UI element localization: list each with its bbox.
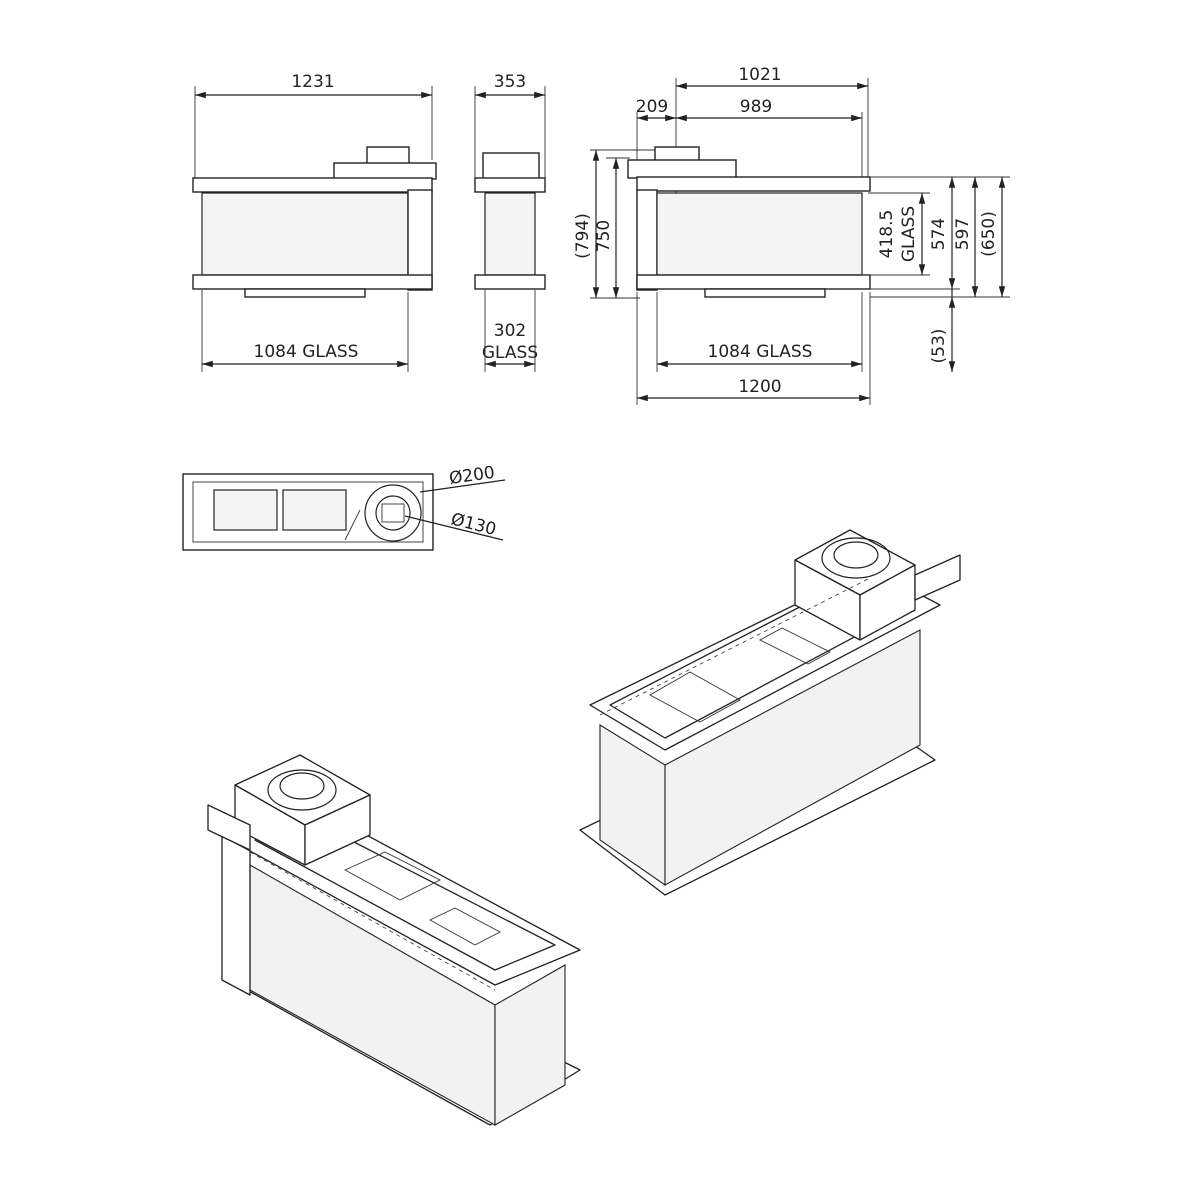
right-height-650-label: (650) — [979, 211, 999, 257]
iso-left-side-post — [221, 829, 251, 996]
front-top-frame — [192, 177, 433, 193]
right-glass-height-unit: GLASS — [899, 206, 919, 262]
side-glass-depth-label: 302 — [494, 321, 526, 341]
right-height-574-label: 574 — [929, 218, 949, 250]
right-glass-panel — [656, 192, 863, 276]
top-diameter-200-label: Ø200 — [448, 463, 496, 489]
right-glass-height-label: 418.5 — [877, 210, 897, 259]
right-height-794-label: (794) — [573, 213, 593, 259]
right-height-750-label: 750 — [594, 220, 614, 252]
side-view: 353 302 GLASS — [474, 72, 546, 372]
side-depth-label: 353 — [494, 72, 526, 92]
top-diameter-130-label: Ø130 — [449, 509, 498, 539]
front-view: 1231 1084 GLASS — [192, 72, 437, 372]
right-view: 1021 989 209 (794) 750 418.5 GLASS 574 — [573, 65, 1010, 405]
right-height-53-label: (53) — [929, 329, 949, 364]
iso-right-bracket — [914, 554, 961, 601]
front-glass-width-label: 1084 GLASS — [254, 342, 359, 362]
right-top-frame — [636, 176, 871, 192]
right-width-top-label: 1021 — [738, 65, 781, 85]
isometric-view-right — [579, 529, 961, 896]
iso-left-glass-side — [494, 964, 566, 1126]
right-offset-label: 209 — [636, 97, 668, 117]
iso-left-flue-collar — [267, 769, 337, 811]
side-bottom-frame — [474, 274, 546, 290]
top-view: Ø200 Ø130 — [182, 463, 506, 551]
iso-left-bracket — [207, 804, 251, 851]
front-glass-panel — [201, 192, 409, 276]
front-overall-width-label: 1231 — [291, 72, 334, 92]
side-flue-box — [482, 152, 540, 180]
top-flue-inner-circle — [375, 495, 411, 531]
front-burner-rail — [244, 288, 366, 298]
right-burner-rail — [704, 288, 826, 298]
front-bottom-frame — [192, 274, 433, 290]
right-width-inner-label: 989 — [740, 97, 772, 117]
top-diameter-200-leader — [419, 479, 506, 493]
front-flue-box — [333, 162, 437, 180]
iso-right-glass-side — [599, 724, 666, 887]
top-flue-outer-circle — [364, 484, 422, 542]
right-bottom-frame — [636, 274, 871, 290]
side-glass-panel — [484, 192, 536, 276]
front-side-post — [407, 189, 433, 291]
right-glass-width-label: 1084 GLASS — [708, 342, 813, 362]
iso-right-flue-collar — [821, 537, 891, 579]
top-burner-panel-left — [213, 489, 278, 531]
iso-right-glass-front — [664, 629, 921, 886]
top-diameter-130-leader — [404, 515, 504, 541]
isometric-view-left — [207, 754, 581, 1126]
right-height-597-label: 597 — [953, 218, 973, 250]
right-overall-width-label: 1200 — [738, 377, 781, 397]
side-glass-depth-unit: GLASS — [482, 343, 538, 363]
right-flue-collar — [654, 146, 700, 162]
top-burner-panel-right — [282, 489, 347, 531]
side-top-frame — [474, 177, 546, 193]
right-flue-box — [627, 159, 737, 179]
